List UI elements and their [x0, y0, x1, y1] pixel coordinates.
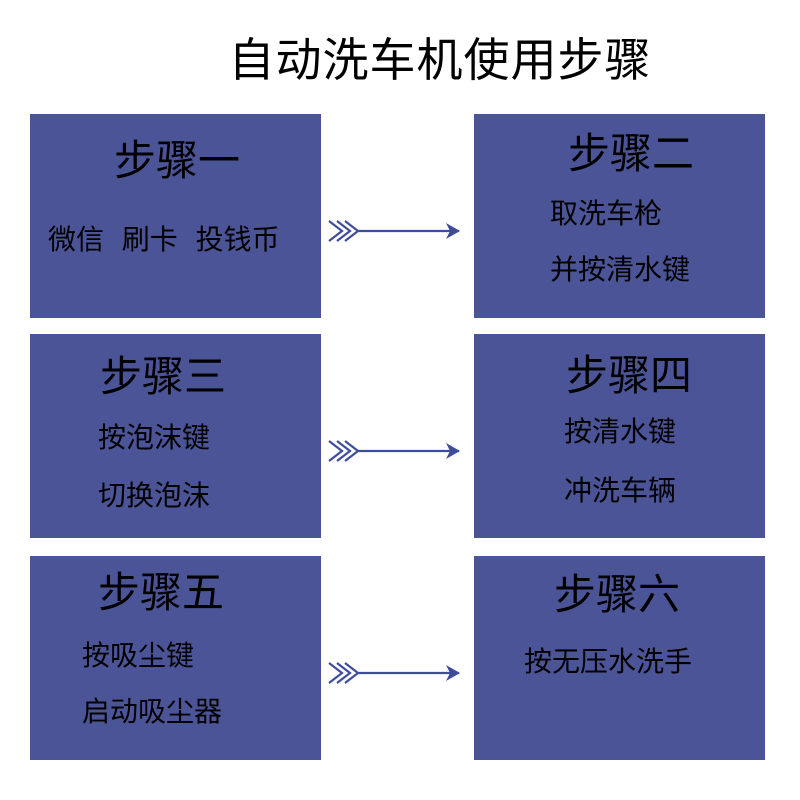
step-1-line-1: 微信 刷卡 投钱币 — [48, 223, 280, 256]
step-1-heading: 步骤一 — [114, 136, 241, 185]
step-3-box: 步骤三 按泡沫键 切换泡沫 — [30, 334, 321, 538]
step-5-line-1: 按吸尘键 — [82, 639, 195, 672]
step-4-heading: 步骤四 — [566, 351, 693, 400]
step-6-line-1: 按无压水洗手 — [524, 645, 693, 678]
step-4-box: 步骤四 按清水键 冲洗车辆 — [474, 334, 765, 538]
step-2-box: 步骤二 取洗车枪 并按清水键 — [474, 114, 765, 318]
step-2-heading: 步骤二 — [568, 129, 695, 178]
step-3-heading: 步骤三 — [100, 352, 227, 401]
step-3-line-1: 按泡沫键 — [98, 421, 211, 454]
step-2-line-1: 取洗车枪 — [550, 197, 663, 230]
step-5-heading: 步骤五 — [98, 568, 225, 617]
step-3-line-2: 切换泡沫 — [98, 479, 211, 512]
arrow-right-icon-row3 — [328, 662, 460, 684]
step-1-box: 步骤一 微信 刷卡 投钱币 — [30, 114, 321, 318]
step-6-box: 步骤六 按无压水洗手 — [474, 556, 765, 760]
step-6-heading: 步骤六 — [554, 570, 681, 619]
arrow-right-icon-row2 — [328, 440, 460, 462]
step-5-line-2: 启动吸尘器 — [82, 695, 223, 728]
diagram-title: 自动洗车机使用步骤 — [228, 33, 652, 87]
step-4-line-2: 冲洗车辆 — [564, 474, 677, 507]
step-2-line-2: 并按清水键 — [550, 253, 691, 286]
arrow-right-icon-row1 — [328, 220, 460, 242]
step-4-line-1: 按清水键 — [564, 415, 677, 448]
step-5-box: 步骤五 按吸尘键 启动吸尘器 — [30, 556, 321, 760]
